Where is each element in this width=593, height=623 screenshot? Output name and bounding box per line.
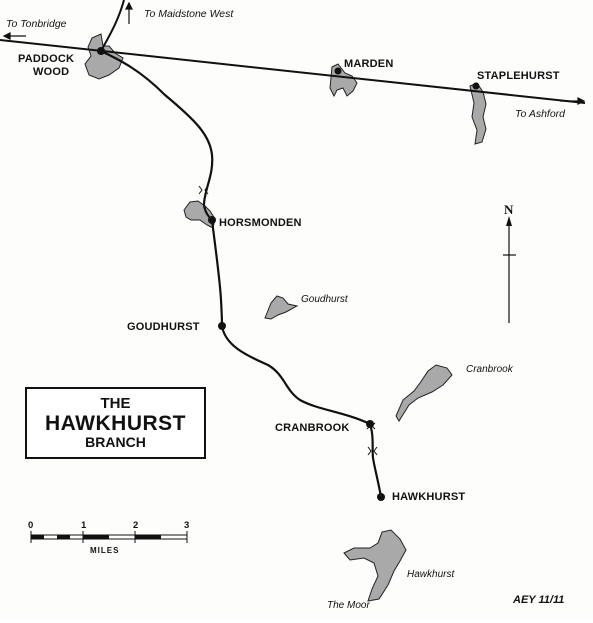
map-title-line3: BRANCH bbox=[85, 434, 146, 451]
goudhurst-town-area bbox=[264, 295, 299, 320]
paddock-wood-label-line1: PADDOCK bbox=[18, 53, 74, 65]
scale-tick-0: 0 bbox=[28, 520, 33, 531]
goudhurst-label: GOUDHURST bbox=[127, 321, 200, 333]
cranbrook-label: CRANBROOK bbox=[275, 422, 350, 434]
map-title-line2: HAWKHURST bbox=[45, 412, 186, 435]
marden-station bbox=[334, 67, 342, 75]
to-tonbridge-label: To Tonbridge bbox=[6, 18, 67, 30]
horsmonden-town-area bbox=[183, 200, 216, 229]
map-credit: AEY 11/11 bbox=[512, 594, 564, 606]
tonbridge-arrow bbox=[2, 32, 26, 40]
paddock-wood-station bbox=[97, 47, 105, 55]
staplehurst-station bbox=[472, 82, 480, 90]
horsmonden-tunnel-mark bbox=[198, 185, 209, 195]
the-moor-town-label: The Moor bbox=[327, 600, 370, 611]
staplehurst-label: STAPLEHURST bbox=[477, 70, 560, 82]
scale-unit-label: MILES bbox=[90, 546, 119, 555]
scale-bar bbox=[30, 531, 188, 543]
cranbrook-town-label: Cranbrook bbox=[466, 364, 514, 375]
horsmonden-label: HORSMONDEN bbox=[219, 217, 302, 229]
marden-label: MARDEN bbox=[344, 58, 393, 70]
scale-tick-3: 3 bbox=[184, 520, 189, 531]
to-ashford-label: To Ashford bbox=[515, 108, 566, 120]
map-title-box: THE HAWKHURST BRANCH bbox=[25, 387, 206, 459]
ashford-arrow bbox=[560, 97, 586, 105]
compass-north-label: N bbox=[504, 202, 514, 217]
scale-tick-2: 2 bbox=[133, 520, 138, 531]
cranbrook-station bbox=[366, 420, 374, 428]
scale-tick-1: 1 bbox=[81, 520, 87, 531]
to-maidstone-label: To Maidstone West bbox=[144, 8, 234, 20]
hawkhurst-station bbox=[377, 493, 385, 501]
cranbrook-town-area bbox=[395, 364, 453, 422]
maidstone-line-railway bbox=[100, 0, 125, 52]
hawkhurst-town-label: Hawkhurst bbox=[407, 569, 455, 580]
hawkhurst-town-area bbox=[343, 529, 407, 602]
paddock-wood-label-line2: WOOD bbox=[33, 66, 69, 78]
staplehurst-town-area bbox=[469, 82, 487, 145]
maidstone-arrow bbox=[125, 1, 133, 24]
paddock-wood-town-area bbox=[84, 33, 124, 80]
horsmonden-station bbox=[208, 216, 216, 224]
goudhurst-station bbox=[218, 322, 226, 330]
goudhurst-town-label: Goudhurst bbox=[301, 294, 349, 305]
hawkhurst-label: HAWKHURST bbox=[392, 491, 465, 503]
compass-north-arrow-icon bbox=[503, 216, 516, 323]
map-title-line1: THE bbox=[100, 394, 131, 412]
hawkhurst-tunnel-mark bbox=[367, 446, 378, 456]
